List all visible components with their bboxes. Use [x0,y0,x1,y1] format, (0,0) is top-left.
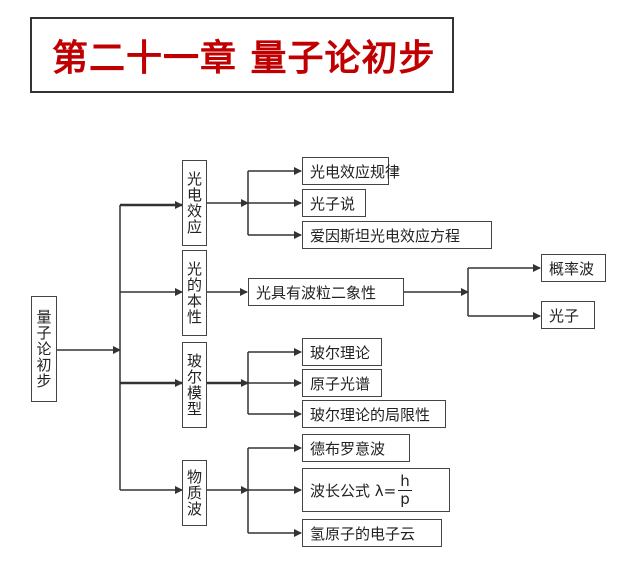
leaf-bohr-theory-label: 玻尔理论 [310,343,371,362]
leaf-wavelength-formula-label: 波长公式 λ= [310,481,397,500]
leaf-bohr-limitations: 玻尔理论的局限性 [302,400,446,428]
branch-node-1-label: 光电效应 [185,171,203,235]
leaf-photon: 光子 [541,301,595,329]
leaf-electron-cloud: 氢原子的电子云 [302,519,442,547]
title-box: 第二十一章 量子论初步 [30,17,454,93]
leaf-wave-particle-duality-label: 光具有波粒二象性 [256,283,377,302]
leaf-photoelectric-laws: 光电效应规律 [302,157,400,185]
leaf-photon-label: 光子 [549,306,580,325]
leaf-de-broglie-wave-label: 德布罗意波 [310,439,386,458]
fraction-numerator: h [398,471,412,491]
page-title: 第二十一章 量子论初步 [52,38,436,79]
leaf-probability-wave-label: 概率波 [549,259,595,278]
leaf-atomic-spectrum: 原子光谱 [302,369,382,397]
fraction-denominator: p [400,489,410,508]
leaf-probability-wave: 概率波 [541,254,606,282]
leaf-photon-theory-label: 光子说 [310,194,356,213]
leaf-photoelectric-laws-label: 光电效应规律 [310,162,401,181]
branch-node-4: 物质波 [182,460,207,526]
branch-node-2: 光的本性 [182,250,207,336]
root-node-label: 量子论初步 [34,309,53,389]
branch-node-4-label: 物质波 [185,469,203,517]
branch-node-2-label: 光的本性 [185,261,203,325]
leaf-bohr-limitations-label: 玻尔理论的局限性 [310,405,431,424]
leaf-einstein-equation: 爱因斯坦光电效应方程 [302,221,492,249]
branch-node-3-label: 玻尔模型 [185,353,203,417]
branch-node-1: 光电效应 [182,160,207,246]
branch-node-3: 玻尔模型 [182,342,207,428]
root-node: 量子论初步 [31,296,57,402]
wavelength-fraction: h p [398,471,412,508]
leaf-wave-particle-duality: 光具有波粒二象性 [248,278,404,306]
leaf-atomic-spectrum-label: 原子光谱 [310,374,371,393]
leaf-de-broglie-wave: 德布罗意波 [302,434,410,462]
leaf-photon-theory: 光子说 [302,189,366,217]
leaf-wavelength-formula: 波长公式 λ= h p [302,468,450,512]
leaf-bohr-theory: 玻尔理论 [302,338,382,366]
leaf-electron-cloud-label: 氢原子的电子云 [310,524,416,543]
leaf-einstein-equation-label: 爱因斯坦光电效应方程 [310,226,461,245]
